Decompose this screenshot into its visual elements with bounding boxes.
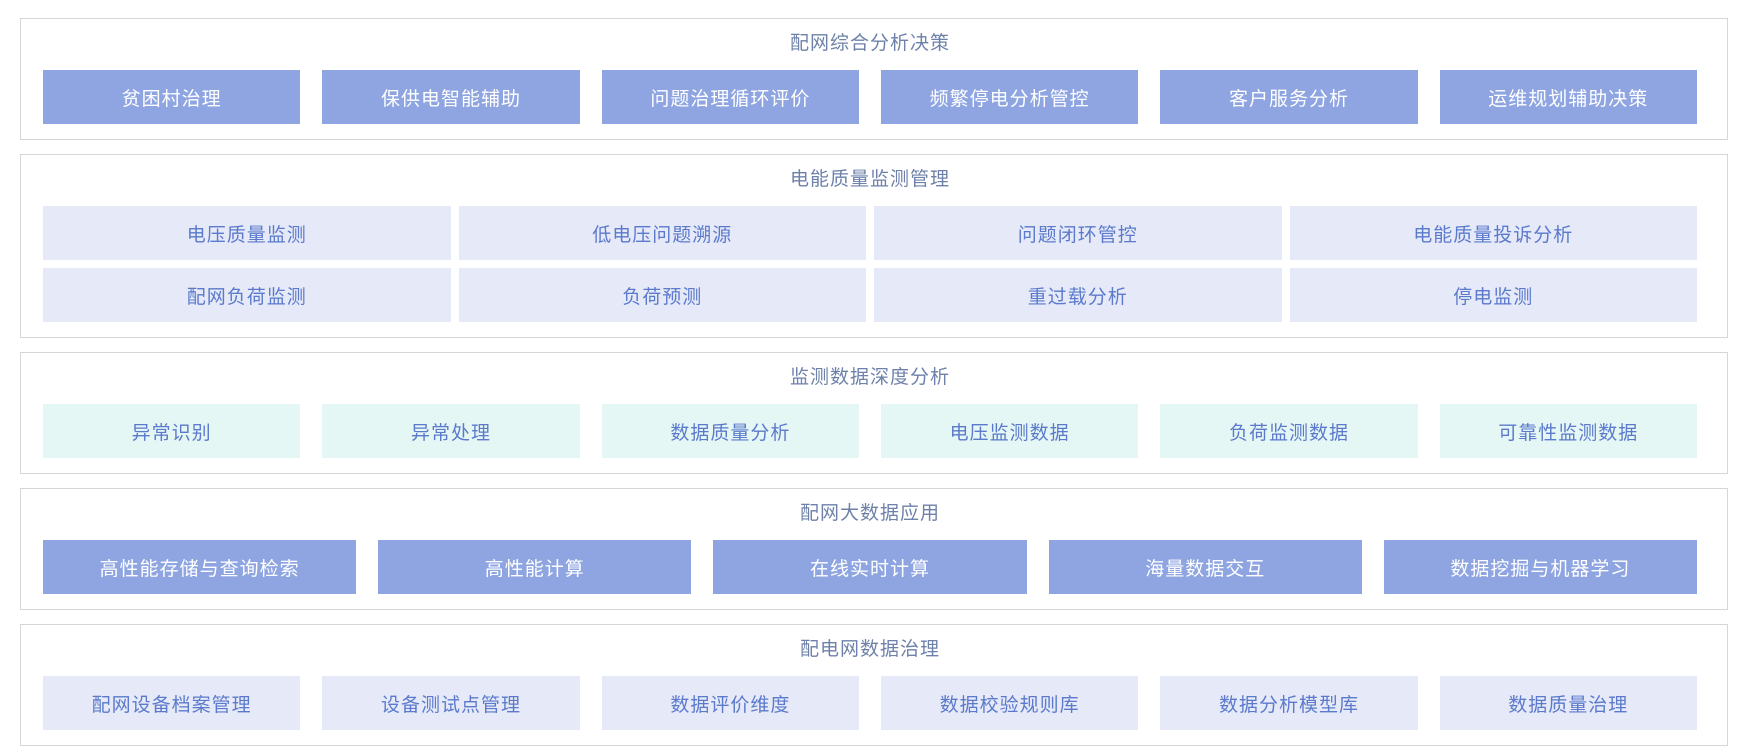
section-title: 配网大数据应用 xyxy=(799,503,940,524)
tile-row: 电压质量监测低电压问题溯源问题闭环管控电能质量投诉分析 xyxy=(43,206,1697,260)
module-tile[interactable]: 异常处理 xyxy=(322,404,580,458)
module-tile[interactable]: 海量数据交互 xyxy=(1048,540,1362,594)
tile-row: 贫困村治理保供电智能辅助问题治理循环评价频繁停电分析管控客户服务分析运维规划辅助… xyxy=(43,70,1697,124)
module-tile[interactable]: 频繁停电分析管控 xyxy=(880,70,1139,124)
module-tile[interactable]: 运维规划辅助决策 xyxy=(1439,70,1697,124)
module-tile[interactable]: 数据评价维度 xyxy=(601,676,859,730)
section-panel-monitoring-data-deep-analysis: 监测数据深度分析异常识别异常处理数据质量分析电压监测数据负荷监测数据可靠性监测数… xyxy=(20,352,1728,474)
module-tile[interactable]: 问题闭环管控 xyxy=(874,206,1282,260)
module-tile[interactable]: 负荷监测数据 xyxy=(1160,404,1418,458)
module-tile[interactable]: 数据挖掘与机器学习 xyxy=(1383,540,1698,594)
module-tile[interactable]: 客户服务分析 xyxy=(1160,70,1418,124)
module-tile[interactable]: 负荷预测 xyxy=(458,268,866,322)
module-tile[interactable]: 电压质量监测 xyxy=(43,206,451,260)
section-panel-distribution-network-data-governance: 配电网数据治理配网设备档案管理设备测试点管理数据评价维度数据校验规则库数据分析模… xyxy=(20,624,1728,746)
section-title: 电能质量监测管理 xyxy=(789,169,950,190)
module-tile[interactable]: 数据质量分析 xyxy=(601,404,859,458)
module-tile[interactable]: 电能质量投诉分析 xyxy=(1289,206,1697,260)
module-tile[interactable]: 问题治理循环评价 xyxy=(601,70,859,124)
module-tile[interactable]: 数据分析模型库 xyxy=(1160,676,1418,730)
section-title: 监测数据深度分析 xyxy=(789,367,950,388)
module-tile[interactable]: 配网设备档案管理 xyxy=(43,676,301,730)
module-tile[interactable]: 贫困村治理 xyxy=(43,70,301,124)
module-tile[interactable]: 低电压问题溯源 xyxy=(458,206,866,260)
section-panel-distribution-comprehensive-analysis: 配网综合分析决策贫困村治理保供电智能辅助问题治理循环评价频繁停电分析管控客户服务… xyxy=(20,18,1728,140)
tile-row: 异常识别异常处理数据质量分析电压监测数据负荷监测数据可靠性监测数据 xyxy=(43,404,1697,458)
section-panel-distribution-big-data-application: 配网大数据应用高性能存储与查询检索高性能计算在线实时计算海量数据交互数据挖掘与机… xyxy=(20,488,1728,610)
tile-row: 配网设备档案管理设备测试点管理数据评价维度数据校验规则库数据分析模型库数据质量治… xyxy=(43,676,1697,730)
module-tile[interactable]: 高性能存储与查询检索 xyxy=(43,540,357,594)
module-tile[interactable]: 数据校验规则库 xyxy=(880,676,1139,730)
tile-row: 配网负荷监测负荷预测重过载分析停电监测 xyxy=(43,268,1697,322)
module-tile[interactable]: 高性能计算 xyxy=(378,540,692,594)
module-tile[interactable]: 停电监测 xyxy=(1289,268,1697,322)
module-tile[interactable]: 重过载分析 xyxy=(874,268,1282,322)
section-title: 配电网数据治理 xyxy=(799,639,940,660)
module-tile[interactable]: 数据质量治理 xyxy=(1439,676,1697,730)
module-tile[interactable]: 配网负荷监测 xyxy=(43,268,451,322)
module-tile[interactable]: 异常识别 xyxy=(43,404,301,458)
module-tile[interactable]: 电压监测数据 xyxy=(880,404,1139,458)
section-title: 配网综合分析决策 xyxy=(789,33,950,54)
module-tile[interactable]: 可靠性监测数据 xyxy=(1439,404,1697,458)
module-tile[interactable]: 保供电智能辅助 xyxy=(322,70,580,124)
module-tile[interactable]: 在线实时计算 xyxy=(713,540,1027,594)
module-tile[interactable]: 设备测试点管理 xyxy=(322,676,580,730)
section-panel-power-quality-monitoring: 电能质量监测管理电压质量监测低电压问题溯源问题闭环管控电能质量投诉分析配网负荷监… xyxy=(20,154,1728,338)
tile-row: 高性能存储与查询检索高性能计算在线实时计算海量数据交互数据挖掘与机器学习 xyxy=(43,540,1698,594)
